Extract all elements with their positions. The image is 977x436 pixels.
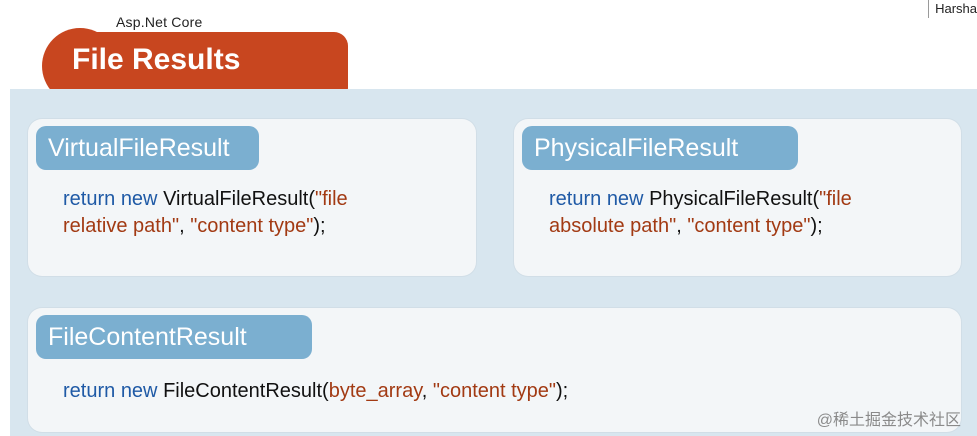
- code-end: );: [313, 215, 326, 237]
- code-string: absolute path": [549, 215, 677, 237]
- code-end: );: [556, 380, 569, 402]
- top-right-name: Harsha: [928, 0, 977, 18]
- code-keyword-return: return: [63, 188, 116, 210]
- code-keyword-new: new: [120, 188, 158, 210]
- card-title: PhysicalFileResult: [522, 126, 798, 170]
- code-argument: byte_array: [328, 380, 422, 402]
- watermark: @稀土掘金技术社区: [816, 412, 961, 429]
- code-string: "file: [314, 188, 348, 210]
- code-string: "content type": [190, 215, 314, 237]
- code-snippet: return new FileContentResult(byte_array,…: [63, 378, 568, 405]
- page-title: File Results: [72, 43, 241, 76]
- code-keyword-new: new: [606, 188, 644, 210]
- card-virtual-file-result: VirtualFileResult return new VirtualFile…: [28, 119, 476, 276]
- code-comma: ,: [676, 215, 688, 237]
- code-snippet: return new VirtualFileResult("file relat…: [63, 186, 348, 240]
- code-keyword-return: return: [63, 380, 116, 402]
- code-string: relative path": [63, 215, 180, 237]
- card-title: FileContentResult: [36, 315, 312, 359]
- code-string: "content type": [432, 380, 557, 402]
- brand-subtitle: Asp.Net Core: [116, 14, 203, 30]
- card-title: VirtualFileResult: [36, 126, 259, 170]
- card-physical-file-result: PhysicalFileResult return new PhysicalFi…: [514, 119, 961, 276]
- code-end: );: [810, 215, 823, 237]
- code-comma: ,: [421, 380, 433, 402]
- code-keyword-return: return: [549, 188, 602, 210]
- code-string: "content type": [687, 215, 811, 237]
- code-comma: ,: [179, 215, 191, 237]
- card-file-content-result: FileContentResult return new FileContent…: [28, 308, 961, 432]
- code-keyword-new: new: [120, 380, 158, 402]
- code-class: PhysicalFileResult(: [649, 188, 820, 210]
- code-string: "file: [819, 188, 852, 210]
- code-class: VirtualFileResult(: [163, 188, 315, 210]
- code-class: FileContentResult(: [163, 380, 329, 402]
- code-snippet: return new PhysicalFileResult("file abso…: [549, 186, 852, 240]
